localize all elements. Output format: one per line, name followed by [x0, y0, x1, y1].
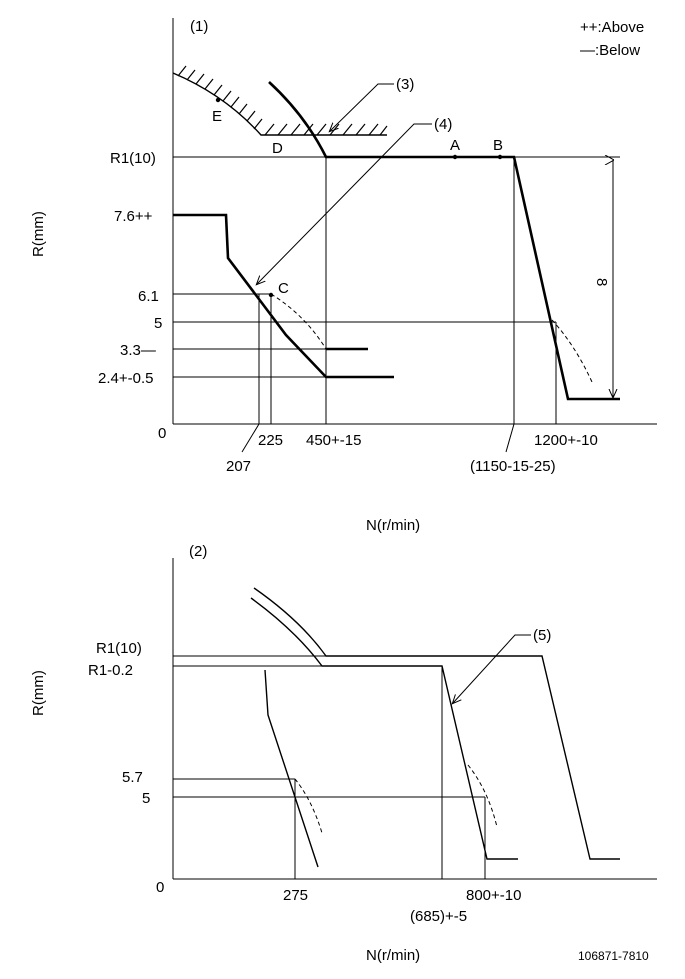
- diagram-2-id: (2): [189, 543, 207, 560]
- x-axis-title-1: N(r/min): [366, 517, 420, 534]
- main-curve-upper: [268, 81, 620, 401]
- x-tick-1200: 1200+-10: [534, 432, 598, 449]
- leader-207: [241, 423, 260, 453]
- y-tick-zero: 0: [158, 425, 166, 442]
- point-a-label: A: [450, 137, 460, 154]
- x-tick-207: 207: [226, 458, 251, 475]
- y2-tick-zero: 0: [156, 879, 164, 896]
- callout-3-label: (3): [396, 76, 414, 93]
- dashed-curve-left: [270, 293, 327, 350]
- diagram-1: (1): [30, 18, 657, 534]
- dimension-8-label: 8: [593, 278, 610, 286]
- y-tick-r1: R1(10): [110, 150, 156, 167]
- point-e-dot: [215, 97, 221, 103]
- y-tick-33: 3.3—: [120, 342, 156, 359]
- point-d-label: D: [272, 140, 283, 157]
- point-b-dot: [497, 154, 503, 160]
- point-c-label: C: [278, 280, 289, 297]
- y2-tick-r1m: R1-0.2: [88, 662, 133, 679]
- y2-tick-57: 5.7: [122, 769, 143, 786]
- y2-tick-5: 5: [142, 790, 150, 807]
- y-tick-76: 7.6++: [114, 208, 153, 225]
- point-b-label: B: [493, 137, 503, 154]
- x-tick-225: 225: [258, 432, 283, 449]
- callout-3-leader: [330, 83, 394, 131]
- point-a-dot: [452, 154, 458, 160]
- x2-tick-685: (685)+-5: [410, 908, 467, 925]
- point-e-label: E: [212, 108, 222, 125]
- point-c-dot: [268, 292, 274, 298]
- y2-tick-r1: R1(10): [96, 640, 142, 657]
- x-axis-title-2: N(r/min): [366, 947, 420, 964]
- upper-limit-curve: [172, 72, 387, 136]
- diagram-1-id: (1): [190, 18, 208, 35]
- main-curve-lower: [173, 213, 394, 379]
- curve2-upper: [253, 587, 620, 860]
- y-tick-61: 6.1: [138, 288, 159, 305]
- leader-1150: [505, 423, 515, 453]
- hatch-marks: [177, 65, 388, 136]
- diagram-2: (2) (5) R1(10) R1-0.2 5.7 5 0 275 8: [30, 543, 657, 964]
- y-tick-5: 5: [154, 315, 162, 332]
- dashed2-left: [294, 778, 323, 834]
- callout-4-label: (4): [434, 116, 452, 133]
- callout-5-leader: [453, 634, 531, 703]
- callout-5-label: (5): [533, 627, 551, 644]
- x2-tick-275: 275: [283, 887, 308, 904]
- y-axis-title-2: R(mm): [30, 670, 47, 716]
- footer-code: 106871-7810: [578, 949, 649, 963]
- dashed-curve-right: [551, 319, 593, 383]
- legend-above: ++:Above: [580, 19, 644, 36]
- x-tick-1150: (1150-15-25): [470, 458, 556, 475]
- callout-4-leader: [257, 123, 432, 284]
- y-axis-title-1: R(mm): [30, 211, 47, 257]
- curve2-small: [264, 669, 319, 868]
- x-tick-450: 450+-15: [306, 432, 361, 449]
- legend-below: —:Below: [580, 42, 640, 59]
- y-tick-24: 2.4+-0.5: [98, 370, 153, 387]
- x2-tick-800: 800+-10: [466, 887, 521, 904]
- curve2-lower: [250, 597, 518, 860]
